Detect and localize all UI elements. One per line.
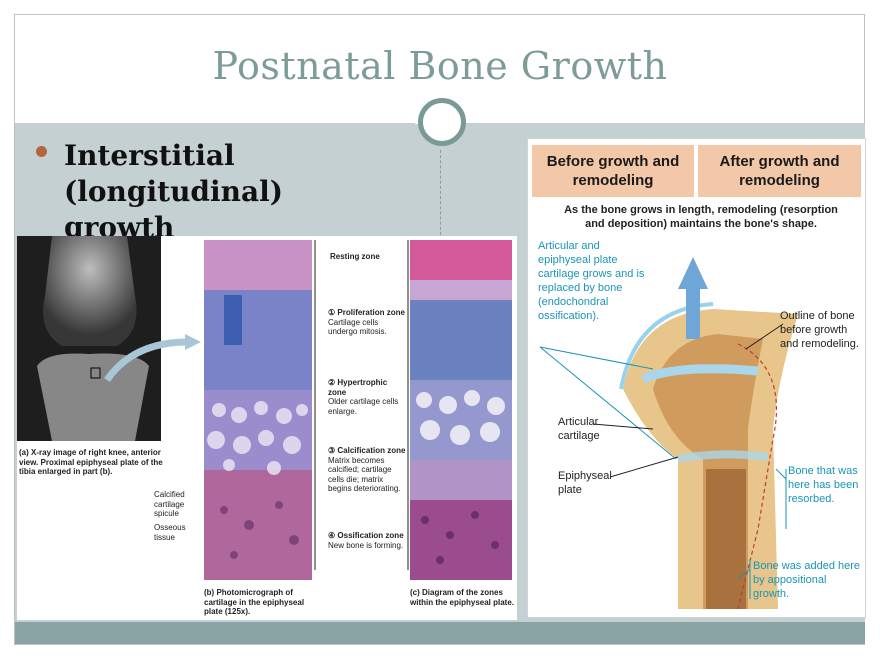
divider-ring-icon (418, 98, 466, 146)
label-bone-resorbed: Bone that was here has been resorbed. (788, 465, 859, 505)
header-before: Before growth and remodeling (532, 145, 694, 197)
xray-drawing (17, 236, 161, 441)
header-after: After growth and remodeling (698, 145, 861, 197)
vertical-dashed-line (440, 150, 441, 240)
zone-diagram-drawing (410, 240, 512, 580)
zone-ossification: ④ Ossification zone New bone is forming. (328, 531, 404, 550)
divider-left (15, 123, 415, 124)
bone-drawing (539, 257, 798, 610)
zone-calcification: ③ Calcification zone Matrix becomes calc… (328, 446, 406, 493)
zone-brackets (314, 240, 409, 570)
bullet-icon (36, 146, 47, 157)
bone-remodeling-figure: Before growth and remodeling After growt… (527, 138, 866, 618)
micrograph-drawing (204, 240, 312, 580)
pointer-arrow-icon (104, 334, 201, 383)
divider-right (465, 123, 865, 124)
caption-a: (a) X-ray image of right knee, anterior … (19, 448, 163, 476)
photomicrograph (204, 240, 312, 580)
knee-xray-image (17, 236, 161, 441)
footer-band (15, 622, 865, 644)
slide-title: Postnatal Bone Growth (212, 44, 668, 88)
label-calcified-spicule: Calcified cartilage spicule (154, 490, 185, 518)
label-outline-before: Outline of bone before growth and remode… (780, 310, 859, 350)
label-epiphyseal-plate: Epiphyseal plate (558, 470, 612, 496)
label-articular-epiphyseal: Articular and epiphyseal plate cartilage… (538, 240, 645, 322)
label-bone-added: Bone was added here by appositional grow… (753, 560, 861, 600)
caption-c: (c) Diagram of the zones within the epip… (410, 588, 515, 607)
epiphyseal-plate-figure: (a) X-ray image of right knee, anterior … (17, 236, 517, 620)
zone-diagram (410, 240, 512, 580)
zone-proliferation: ① Proliferation zone Cartilage cells und… (328, 308, 405, 336)
zone-hypertrophic: ② Hypertrophic zone Older cartilage cell… (328, 378, 399, 416)
label-articular-cartilage: Articular cartilage (558, 416, 600, 442)
bullet-text: Interstitial (longitudinal) growth (64, 139, 284, 244)
remodeling-subtitle: As the bone grows in length, remodeling … (564, 204, 838, 230)
zone-resting: Resting zone (330, 252, 380, 261)
caption-b: (b) Photomicrograph of cartilage in the … (204, 588, 305, 616)
label-osseous-tissue: Osseous tissue (154, 523, 186, 542)
